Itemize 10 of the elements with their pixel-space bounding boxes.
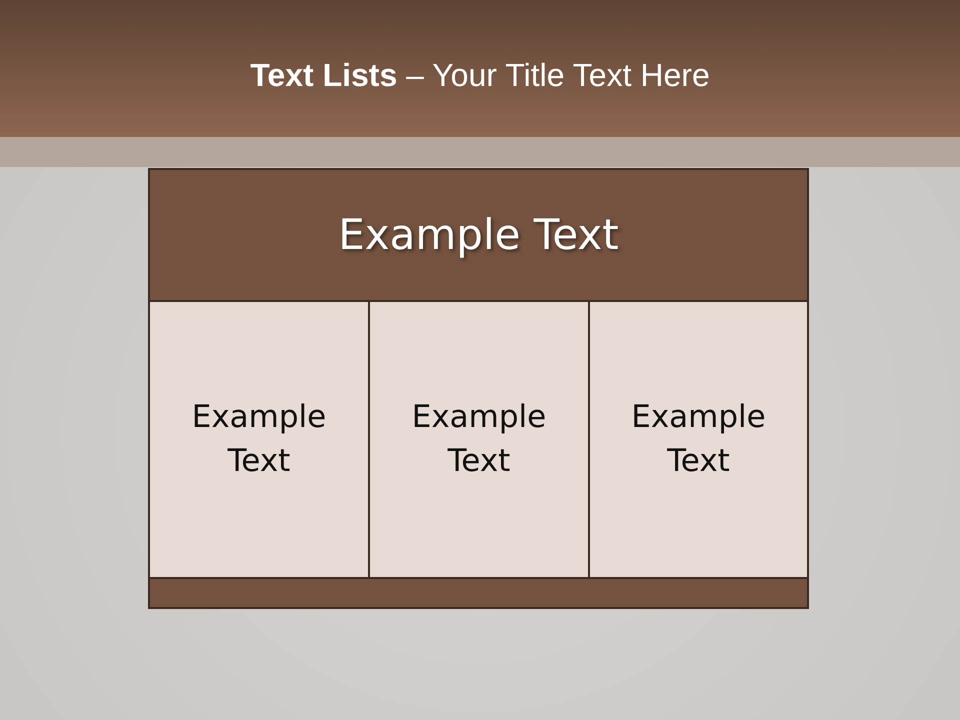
text-panel — [148, 300, 370, 579]
text-panel — [368, 300, 590, 579]
text-panel — [588, 300, 809, 579]
footer-bar — [148, 577, 809, 609]
panel-text: Example Text — [410, 398, 548, 480]
panel-heading: Example Text — [338, 208, 619, 261]
panel-text: Example Text — [630, 398, 767, 480]
panel-text: Example Text — [190, 398, 328, 480]
header-panel — [148, 168, 809, 302]
slide-title: Text Lists – Your Title Text Here — [250, 56, 710, 95]
